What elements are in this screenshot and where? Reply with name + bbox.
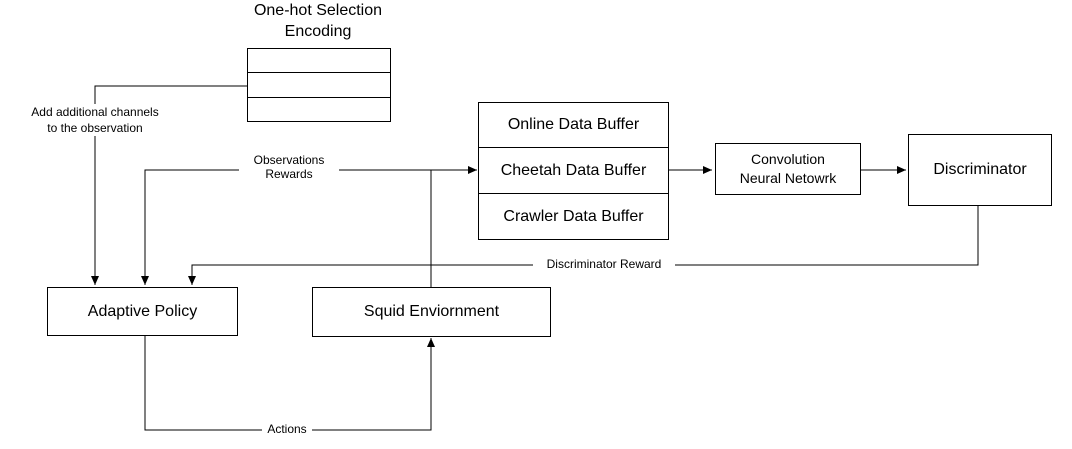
edge-actions-policy-to-env — [144, 336, 435, 431]
adaptive-policy-node: Adaptive Policy — [47, 287, 238, 336]
one-hot-row-1 — [247, 48, 391, 73]
cheetah-data-buffer: Cheetah Data Buffer — [478, 147, 669, 194]
edge-onehot-to-policy — [91, 85, 247, 285]
one-hot-row-3 — [247, 97, 391, 122]
cnn-node: Convolution Neural Netowrk — [715, 143, 861, 195]
label-discriminator-reward: Discriminator Reward — [533, 258, 675, 271]
one-hot-row-2 — [247, 72, 391, 98]
label-observations-rewards: Observations Rewards — [239, 153, 339, 181]
one-hot-title: One-hot Selection Encoding — [253, 2, 383, 40]
crawler-data-buffer: Crawler Data Buffer — [478, 193, 669, 240]
label-actions: Actions — [262, 423, 312, 436]
discriminator-node: Discriminator — [908, 134, 1052, 206]
label-add-channels: Add additional channels to the observati… — [13, 104, 177, 136]
online-data-buffer: Online Data Buffer — [478, 102, 669, 148]
edge-env-to-policy-observations — [141, 169, 432, 287]
squid-environment-node: Squid Enviornment — [312, 287, 551, 337]
